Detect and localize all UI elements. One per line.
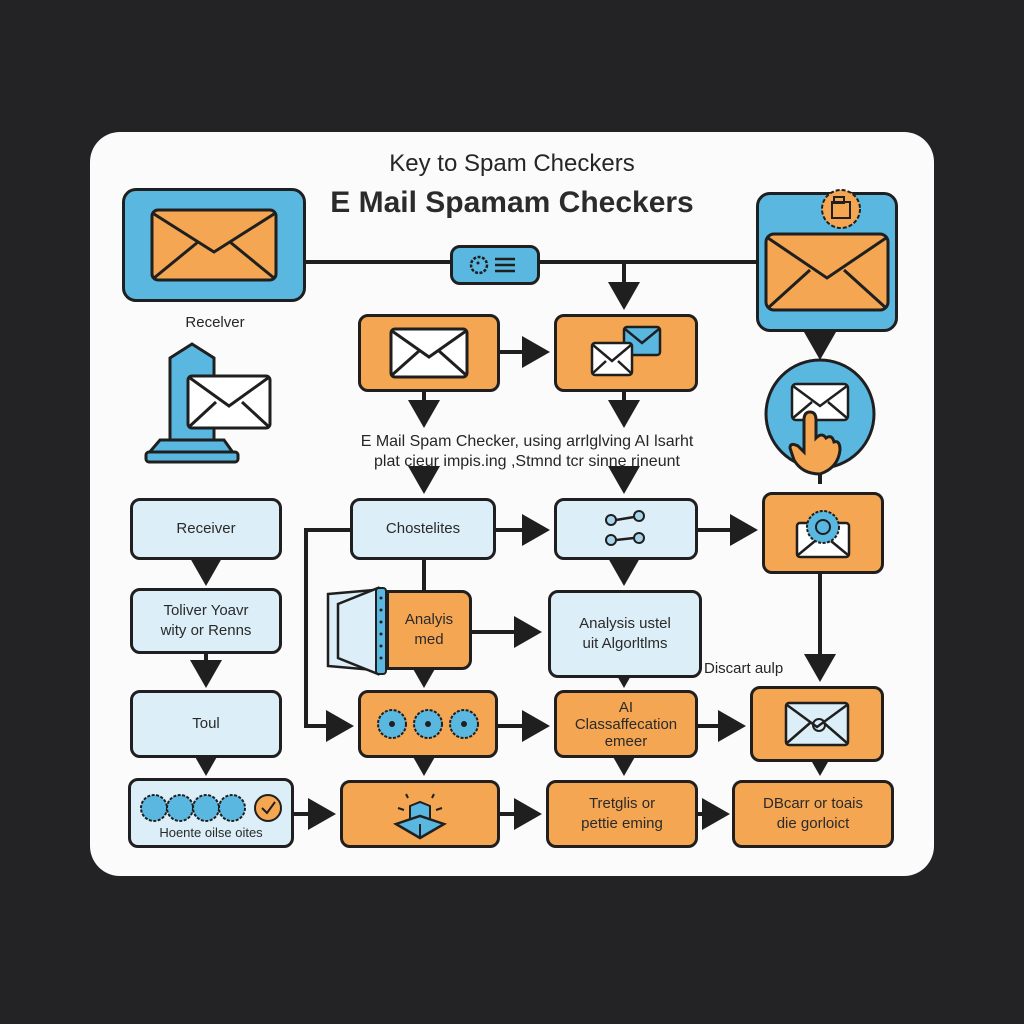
analysis-algorithms-node[interactable]: Analysis ustel uit Algorltlms bbox=[548, 590, 702, 678]
caption-line-2: plat cieur impis.ing ,Stmnd tcr sinne ri… bbox=[374, 453, 680, 470]
receiver-node-label: Receiver bbox=[176, 520, 236, 537]
gears-icon bbox=[377, 709, 479, 739]
envelope-icon bbox=[150, 208, 278, 282]
ai-classification-label: AI Classaffecation emeer bbox=[574, 698, 678, 750]
discard-final-label: DBcarr or toais die gorloict bbox=[762, 795, 864, 832]
envelope-icon bbox=[389, 327, 469, 379]
inbox-node[interactable] bbox=[122, 188, 306, 302]
toliver-node-label: Toliver Yoavr wity or Renns bbox=[160, 602, 252, 639]
gears-check-icon bbox=[140, 794, 282, 822]
mail-compare-node[interactable] bbox=[554, 314, 698, 392]
analysis-algorithms-label: Analysis ustel uit Algorltlms bbox=[579, 615, 671, 652]
collect-node[interactable] bbox=[340, 780, 500, 848]
gear-list-icon bbox=[469, 255, 515, 275]
caption-line-1: E Mail Spam Checker, using arrlglving AI… bbox=[360, 433, 694, 450]
click-mail-icon[interactable] bbox=[762, 356, 882, 480]
flagged-mail-node[interactable] bbox=[762, 492, 884, 574]
analysis-med-label: Analyis med bbox=[404, 611, 454, 648]
envelope-gear-icon bbox=[795, 510, 851, 559]
toul-node[interactable]: Toul bbox=[130, 690, 282, 758]
filters-node[interactable]: Hoente oilse oites bbox=[128, 778, 294, 848]
ai-classification-node[interactable]: AI Classaffecation emeer bbox=[554, 690, 698, 758]
two-envelopes-icon bbox=[590, 325, 662, 377]
discard-label: Discart aulp bbox=[704, 660, 784, 677]
treat-node-label: Tretglis or pettie eming bbox=[581, 795, 663, 832]
filters-node-label: Hoente oilse oites bbox=[159, 825, 263, 840]
toul-node-label: Toul bbox=[192, 715, 220, 732]
receiver-node[interactable]: Receiver bbox=[130, 498, 282, 560]
toliver-node[interactable]: Toliver Yoavr wity or Renns bbox=[130, 588, 282, 654]
scanner-icon bbox=[326, 586, 387, 676]
mail-device-icon bbox=[144, 342, 272, 464]
chostetites-node-label: Chostelites bbox=[385, 520, 461, 537]
receiver-label: Recelver bbox=[185, 314, 245, 331]
diagram-subtitle: Key to Spam Checkers bbox=[389, 150, 635, 177]
diagram-caption: E Mail Spam Checker, using arrlglving AI… bbox=[0, 432, 1024, 472]
settings-filter-button[interactable] bbox=[450, 245, 540, 285]
box-icon bbox=[392, 793, 448, 840]
treat-node[interactable]: Tretglis or pettie eming bbox=[546, 780, 698, 848]
gears-node[interactable] bbox=[358, 690, 498, 758]
lock-badge-icon bbox=[821, 189, 861, 229]
envelope-icon bbox=[784, 701, 850, 747]
graph-node[interactable] bbox=[554, 498, 698, 560]
diagram-title: E Mail Spamam Checkers bbox=[330, 186, 694, 219]
chostetites-node[interactable]: Chostelites bbox=[350, 498, 496, 560]
discard-final-node[interactable]: DBcarr or toais die gorloict bbox=[732, 780, 894, 848]
network-icon bbox=[605, 510, 645, 546]
discard-mail-node[interactable] bbox=[750, 686, 884, 762]
analysis-med-node[interactable]: Analyis med bbox=[386, 590, 472, 670]
incoming-mail-node[interactable] bbox=[358, 314, 500, 392]
envelope-icon bbox=[764, 232, 890, 312]
